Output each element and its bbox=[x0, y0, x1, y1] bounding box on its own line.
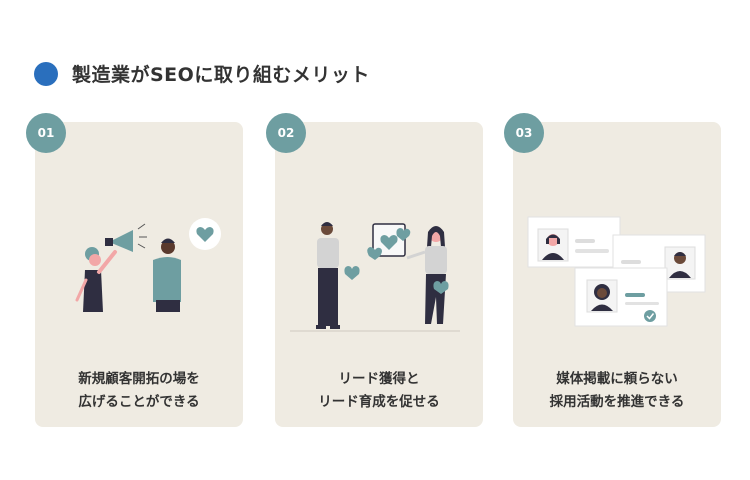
megaphone-illustration-icon bbox=[75, 218, 221, 312]
merit-card-3: 媒体掲載に頼らない 採用活動を推進できる bbox=[513, 122, 721, 427]
profile-cards-illustration-icon bbox=[527, 216, 706, 327]
hearts-exchange-illustration-icon bbox=[290, 222, 460, 332]
section-heading: 製造業がSEOに取り組むメリット bbox=[34, 60, 370, 87]
card-number-badge-2: 02 bbox=[266, 113, 306, 153]
caption-line-2: リード育成を促せる bbox=[318, 394, 440, 410]
card-number-badge-3: 03 bbox=[504, 113, 544, 153]
caption-line-2: 採用活動を推進できる bbox=[549, 394, 685, 410]
merit-card-2: リード獲得と リード育成を促せる bbox=[275, 122, 483, 427]
card-number-badge-1: 01 bbox=[26, 113, 66, 153]
caption-line-2: 広げることができる bbox=[78, 394, 200, 410]
card-caption: リード獲得と リード育成を促せる bbox=[275, 368, 483, 414]
merit-card-1: 新規顧客開拓の場を 広げることができる bbox=[35, 122, 243, 427]
caption-line-1: リード獲得と bbox=[338, 371, 420, 387]
bullet-dot-icon bbox=[34, 61, 58, 86]
caption-line-1: 新規顧客開拓の場を bbox=[78, 371, 200, 387]
caption-line-1: 媒体掲載に頼らない bbox=[556, 371, 678, 387]
card-caption: 媒体掲載に頼らない 採用活動を推進できる bbox=[513, 368, 721, 414]
page-title: 製造業がSEOに取り組むメリット bbox=[72, 64, 370, 86]
card-caption: 新規顧客開拓の場を 広げることができる bbox=[35, 368, 243, 414]
